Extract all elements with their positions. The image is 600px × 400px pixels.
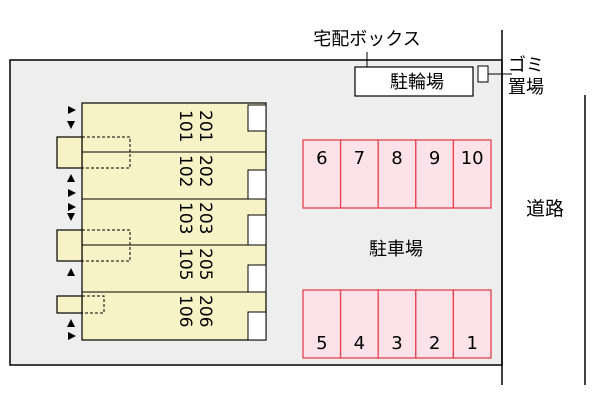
unit-number: 201 [195,110,215,142]
parking-stall-number: 4 [354,333,365,354]
entrance-arrows [67,106,76,340]
bicycle-parking-label: 駐輪場 [390,72,444,93]
parking-stall-number: 1 [466,333,477,354]
arrow-up-icon [67,268,75,276]
arrow-down-icon [67,121,75,129]
arrow-right-icon [68,203,76,211]
unit-number: 205 [195,248,215,280]
bicycle-parking-area [354,66,474,97]
parking-stall [415,289,455,359]
parking-stall [377,139,417,209]
balcony-box [247,104,267,132]
arrow-down-icon [67,213,75,221]
parking-stall-number: 2 [429,333,440,354]
stair-outline [82,229,131,262]
arrow-up-icon [67,174,75,182]
parking-row-bottom: 5 4 3 2 1 [302,289,492,359]
entrance-protrusion [56,136,83,169]
road-label: 道路 [526,198,564,220]
balcony-box [247,169,267,200]
parking-stall [377,289,417,359]
unit-number: 103 [175,202,195,234]
parking-row-top: 6 7 8 9 10 [302,139,492,209]
apartment-building: 201 101 202 102 203 103 205 105 206 106 [56,102,267,341]
entrance-protrusion [56,295,83,314]
delivery-box-label: 宅配ボックス [313,29,420,50]
arrow-right-icon [68,332,76,340]
garbage-label-line2: 置場 [508,77,544,98]
unit-number: 203 [195,202,215,234]
arrow-right-icon [68,106,76,114]
balcony-box [247,214,267,246]
parking-stall [415,139,455,209]
parking-stall-number: 3 [391,333,402,354]
building-body [81,102,267,341]
unit-number: 202 [195,155,215,187]
balcony-box [247,311,267,341]
parking-stall-number: 7 [354,148,365,169]
balcony-box [247,264,267,293]
parking-stall [452,139,492,209]
unit-number: 101 [175,110,195,142]
arrow-up-icon [67,319,75,327]
parking-stall-number: 10 [461,148,484,169]
garbage-label-line1: ゴミ [508,55,544,76]
parking-stall-number: 6 [316,148,327,169]
unit-number: 102 [175,155,195,187]
unit-number: 106 [175,295,195,327]
parking-stall [339,289,379,359]
garbage-area-marker [477,65,489,83]
arrow-right-icon [68,189,76,197]
stair-outline [82,295,105,314]
stair-outline [82,136,131,169]
unit-number: 206 [195,295,215,327]
parking-stall-number: 8 [391,148,402,169]
parking-stall [302,289,342,359]
parking-stall [452,289,492,359]
entrance-protrusion [56,229,83,262]
parking-lot-label: 駐車場 [369,239,423,260]
parking-stall-number: 5 [316,333,327,354]
unit-number: 105 [175,248,195,280]
parking-stall [339,139,379,209]
parking-stall-number: 9 [429,148,440,169]
